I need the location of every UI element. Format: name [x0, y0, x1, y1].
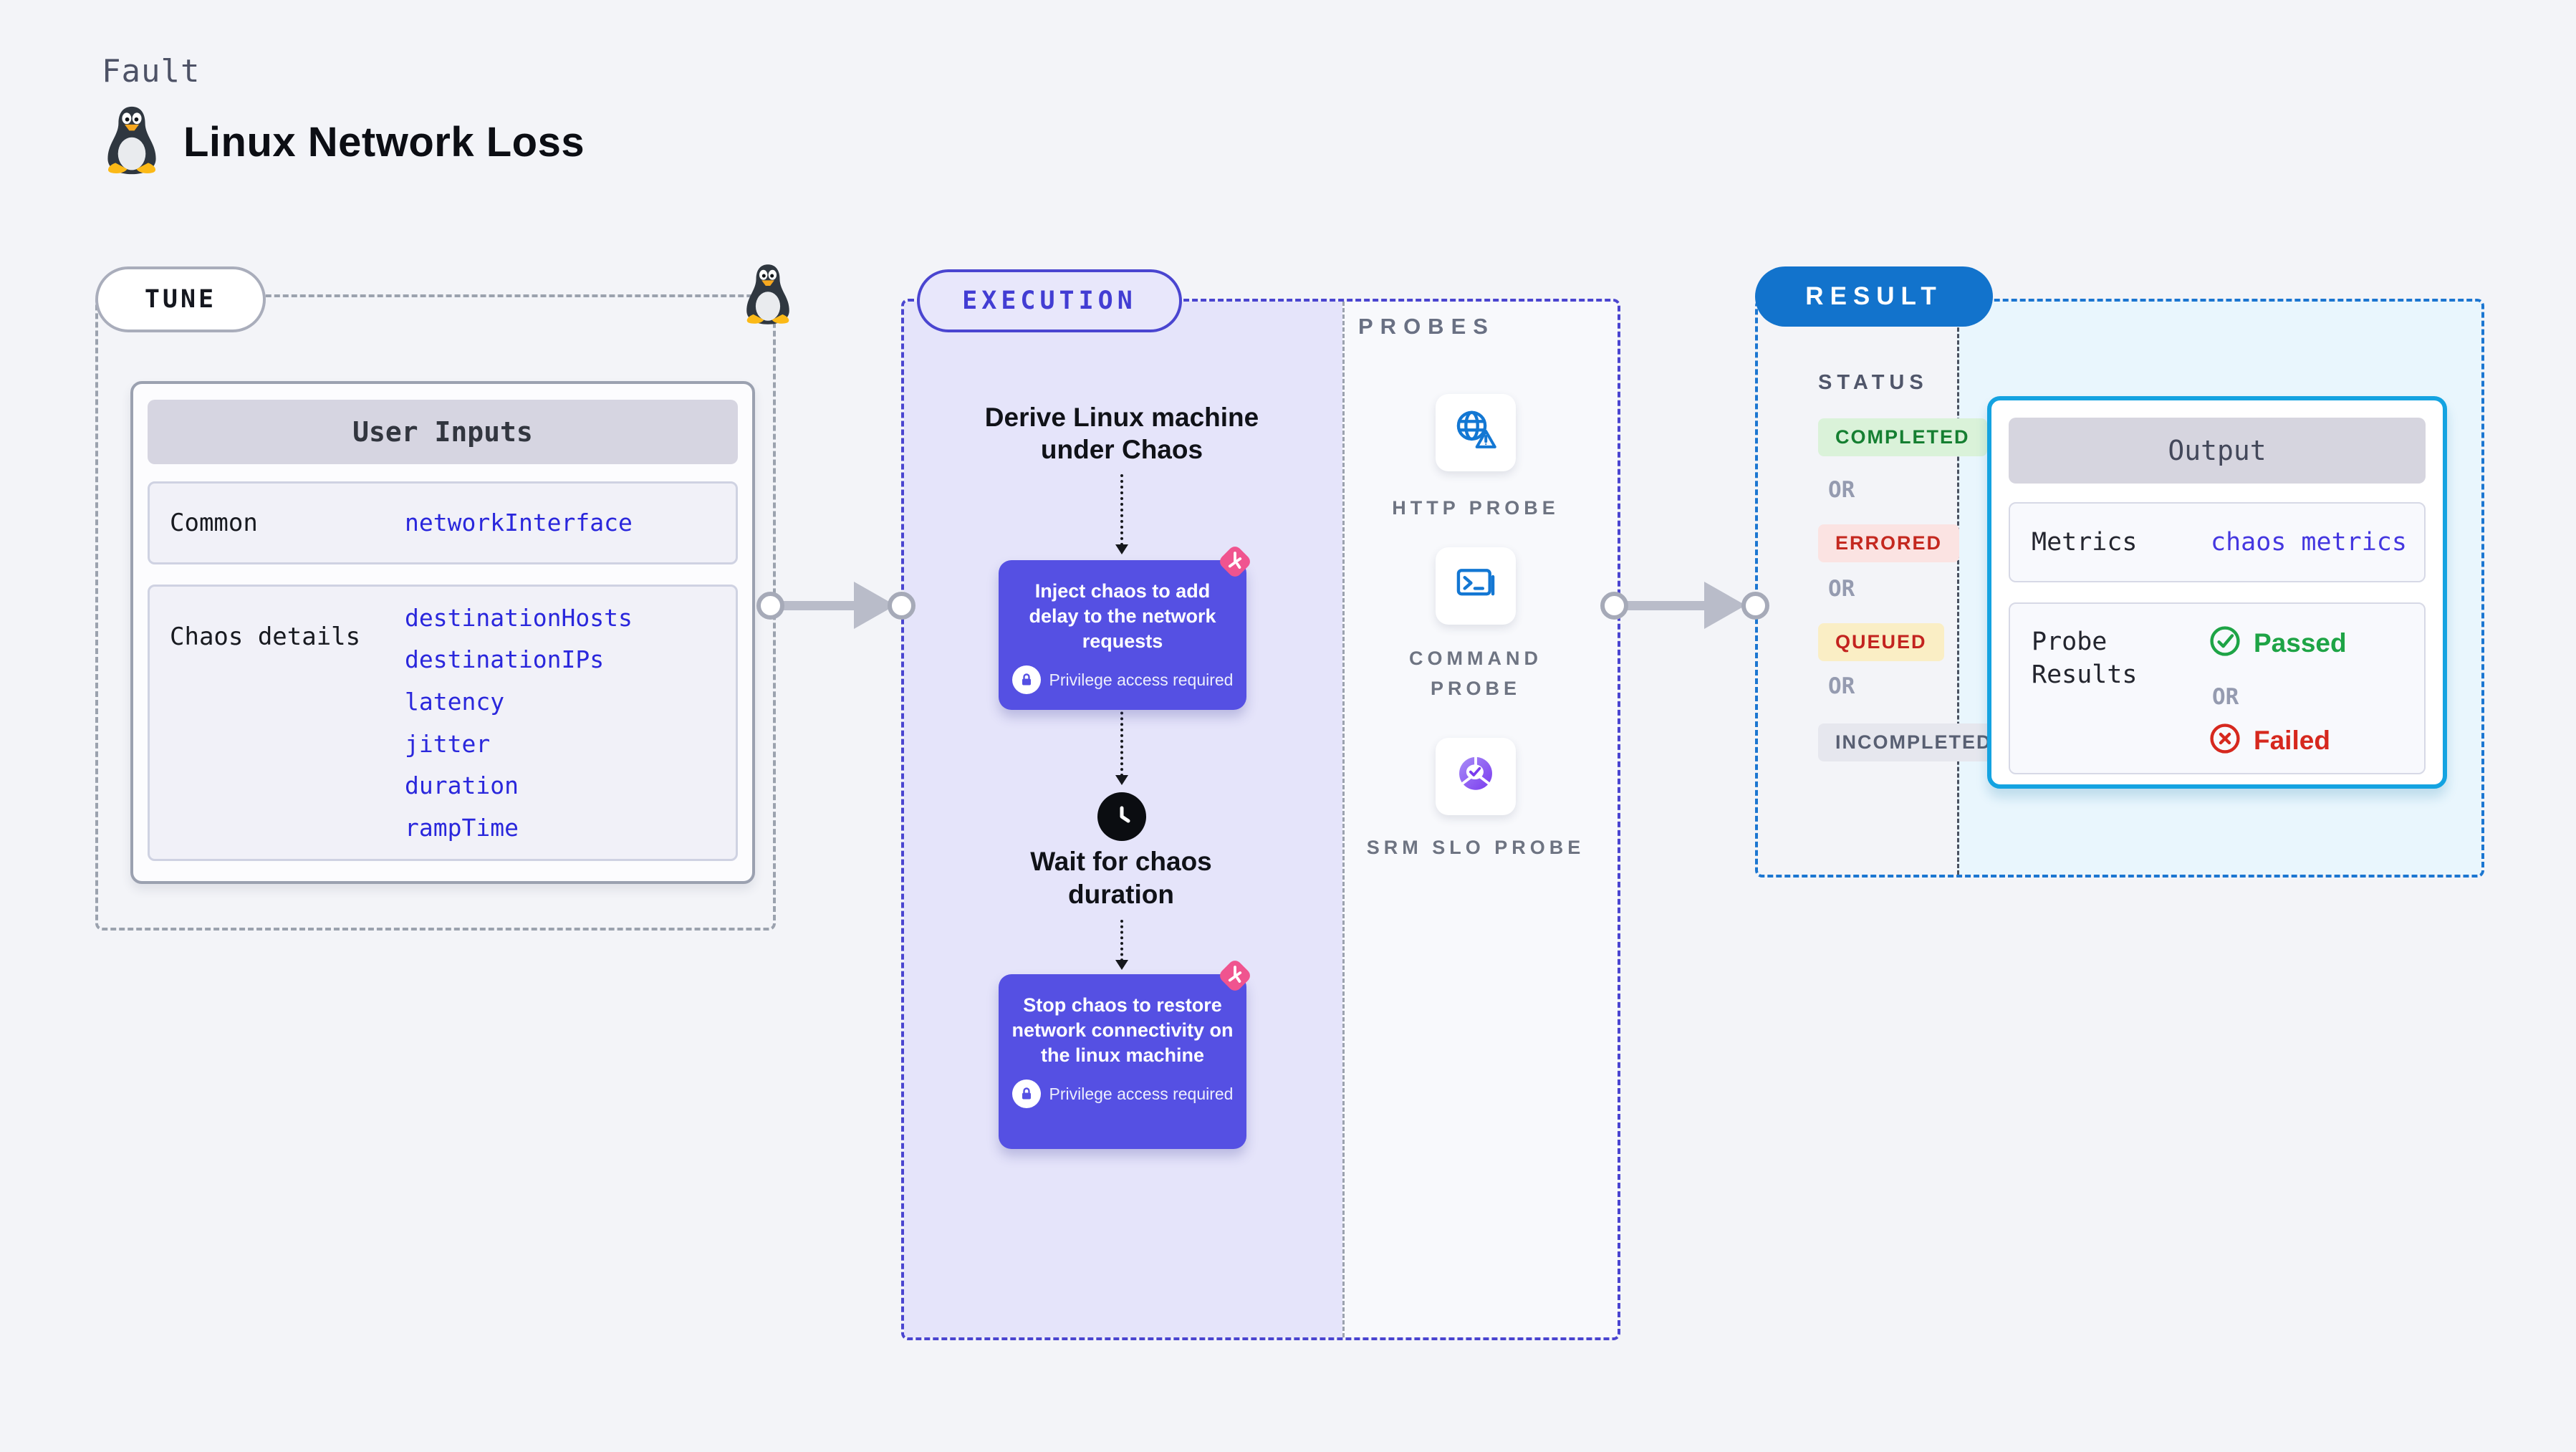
clock-icon: [1097, 792, 1146, 841]
connector-node-dot: [888, 592, 915, 620]
table-row-chaos-details: Chaos details destinationHosts destinati…: [148, 585, 738, 861]
row-label: Common: [170, 509, 258, 537]
row-value: jitter: [405, 729, 491, 758]
failed-result: Failed: [2208, 721, 2330, 759]
stop-chaos-step: Stop chaos to restore network connectivi…: [999, 974, 1246, 1149]
status-or: OR: [1828, 477, 1855, 503]
flow-arrow-down: [1115, 474, 1128, 554]
probe-label: COMMAND PROBE: [1409, 648, 1542, 699]
wait-step-label: Wait for chaos duration: [1030, 847, 1212, 909]
check-circle-icon: [2208, 624, 2242, 662]
page-title-row: Linux Network Loss: [100, 105, 585, 180]
x-circle-icon: [2208, 721, 2242, 759]
status-or: OR: [1828, 673, 1855, 699]
chaos-decor-icon: [1212, 953, 1258, 999]
probes-panel: [1342, 302, 1618, 1337]
row-value: networkInterface: [405, 509, 633, 537]
probe-label: HTTP PROBE: [1392, 497, 1559, 519]
privilege-label: Privilege access required: [1049, 670, 1234, 689]
command-probe-card: [1436, 547, 1516, 625]
globe-alert-icon: [1451, 406, 1501, 460]
inject-step-label: Inject chaos to add delay to the network…: [1029, 580, 1216, 652]
probe-result-or: OR: [2212, 684, 2239, 710]
passed-result: Passed: [2208, 624, 2347, 662]
status-badge-completed: COMPLETED: [1818, 418, 1987, 456]
execution-badge: EXECUTION: [917, 269, 1182, 332]
tux-penguin-icon: [100, 105, 163, 180]
chaos-decor-icon: [1212, 539, 1258, 585]
privilege-note: Privilege access required: [1011, 1080, 1234, 1108]
row-value: duration: [405, 771, 519, 800]
lock-icon: [1011, 665, 1041, 694]
connector-node-dot: [756, 592, 784, 620]
passed-label: Passed: [2254, 628, 2347, 658]
probes-heading: PROBES: [1358, 314, 1495, 339]
status-or: OR: [1828, 576, 1855, 602]
result-badge: RESULT: [1755, 266, 1993, 327]
table-row-common: Common networkInterface: [148, 481, 738, 564]
user-inputs-card: User Inputs Common networkInterface Chao…: [130, 381, 755, 884]
flow-arrow-down: [1115, 689, 1128, 785]
connector-arrow: [777, 601, 857, 610]
chaos-details-values: destinationHosts destinationIPs latency …: [405, 587, 633, 859]
user-inputs-header: User Inputs: [148, 400, 738, 464]
derive-step-label: Derive Linux machine under Chaos: [984, 403, 1259, 464]
probe-results-label: Probe Results: [2032, 628, 2138, 689]
privilege-label: Privilege access required: [1049, 1084, 1234, 1103]
terminal-icon: [1451, 559, 1501, 613]
connector-node-dot: [1741, 592, 1769, 620]
stop-step-label: Stop chaos to restore network connectivi…: [1011, 994, 1234, 1066]
row-value: latency: [405, 688, 505, 716]
privilege-note: Privilege access required: [1011, 665, 1234, 694]
metrics-row: Metrics chaos metrics: [2009, 502, 2426, 582]
connector-arrow: [1620, 601, 1708, 610]
srm-slo-probe-card: [1436, 738, 1516, 815]
flow-arrow-down: [1115, 920, 1128, 970]
row-value: destinationIPs: [405, 645, 605, 674]
row-value: destinationHosts: [405, 603, 633, 632]
output-card: Output Metrics chaos metrics Probe Resul…: [1987, 396, 2447, 789]
status-heading: STATUS: [1818, 371, 1928, 394]
failed-label: Failed: [2254, 725, 2330, 755]
probe-label: SRM SLO PROBE: [1366, 837, 1585, 858]
probe-results-row: Probe Results Passed OR F: [2009, 602, 2426, 774]
status-badge-errored: ERRORED: [1818, 524, 1960, 562]
tune-badge: TUNE: [95, 266, 266, 332]
slo-pie-check-icon: [1451, 750, 1501, 804]
status-badge-queued: QUEUED: [1818, 623, 1944, 661]
http-probe-card: [1436, 394, 1516, 471]
tux-penguin-icon: [741, 262, 795, 330]
output-header: Output: [2009, 418, 2426, 484]
page-title: Linux Network Loss: [183, 119, 585, 165]
row-label: Chaos details: [170, 622, 361, 651]
connector-arrowhead: [1704, 582, 1746, 629]
metrics-label: Metrics: [2032, 528, 2138, 557]
connector-node-dot: [1600, 592, 1628, 620]
inject-chaos-step: Inject chaos to add delay to the network…: [999, 560, 1246, 710]
page-kicker: Fault: [102, 53, 201, 90]
metrics-value: chaos metrics: [2211, 528, 2407, 557]
status-badge-incompleted: INCOMPLETED: [1818, 723, 2009, 761]
lock-icon: [1011, 1080, 1041, 1108]
row-value: rampTime: [405, 814, 519, 842]
